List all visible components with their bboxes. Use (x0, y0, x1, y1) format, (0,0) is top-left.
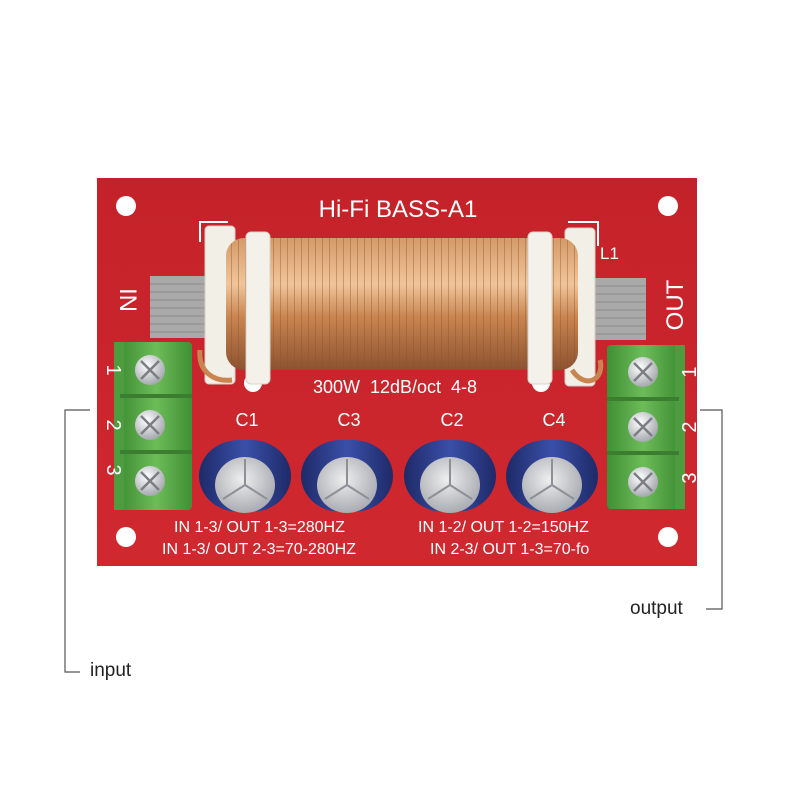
input-callout: input (90, 660, 132, 681)
capacitor-label: C3 (337, 410, 360, 430)
in-pin-2: 2 (102, 419, 124, 430)
capacitor: C4 (506, 410, 598, 513)
capacitor: C1 (199, 410, 291, 513)
output-screws (628, 357, 658, 497)
crossover-notes: IN 1-3/ OUT 1-3=280HZ IN 1-2/ OUT 1-2=15… (162, 519, 589, 558)
in-label: IN (114, 288, 141, 312)
laminated-core (150, 276, 646, 340)
in-pin-3: 3 (102, 464, 124, 475)
board-title: Hi-Fi BASS-A1 (319, 196, 478, 223)
coil-label: L1 (600, 244, 619, 263)
out-label: OUT (662, 279, 689, 330)
capacitor: C3 (301, 410, 393, 513)
output-callout: output (630, 598, 683, 619)
cable-ties (245, 231, 553, 385)
in-pin-1: 1 (102, 364, 124, 375)
input-pin-labels: 1 2 3 (102, 364, 124, 475)
output-terminal-block (607, 345, 685, 509)
input-screws (135, 355, 165, 496)
out-pin-3: 3 (679, 472, 701, 483)
capacitors: C1 C3 C2 C4 (199, 410, 598, 513)
out-pin-2: 2 (679, 421, 701, 432)
capacitor-label: C2 (440, 410, 463, 430)
spec-text: 300W 12dB/oct 4-8 (313, 377, 477, 397)
capacitor-label: C1 (235, 410, 258, 430)
note-1: IN 1-3/ OUT 1-3=280HZ (174, 519, 345, 536)
inductor-coil (197, 238, 604, 384)
coil-pad-outlines (199, 221, 599, 246)
note-3: IN 1-3/ OUT 2-3=70-280HZ (162, 541, 356, 558)
callout-lines (64, 409, 723, 673)
note-4: IN 2-3/ OUT 1-3=70-fo (430, 541, 589, 558)
input-terminal-block (114, 342, 192, 510)
note-2: IN 1-2/ OUT 1-2=150HZ (418, 519, 589, 536)
capacitor: C2 (404, 410, 496, 513)
capacitor-label: C4 (542, 410, 565, 430)
out-pin-1: 1 (679, 366, 701, 377)
output-pin-labels: 1 2 3 (679, 366, 701, 483)
